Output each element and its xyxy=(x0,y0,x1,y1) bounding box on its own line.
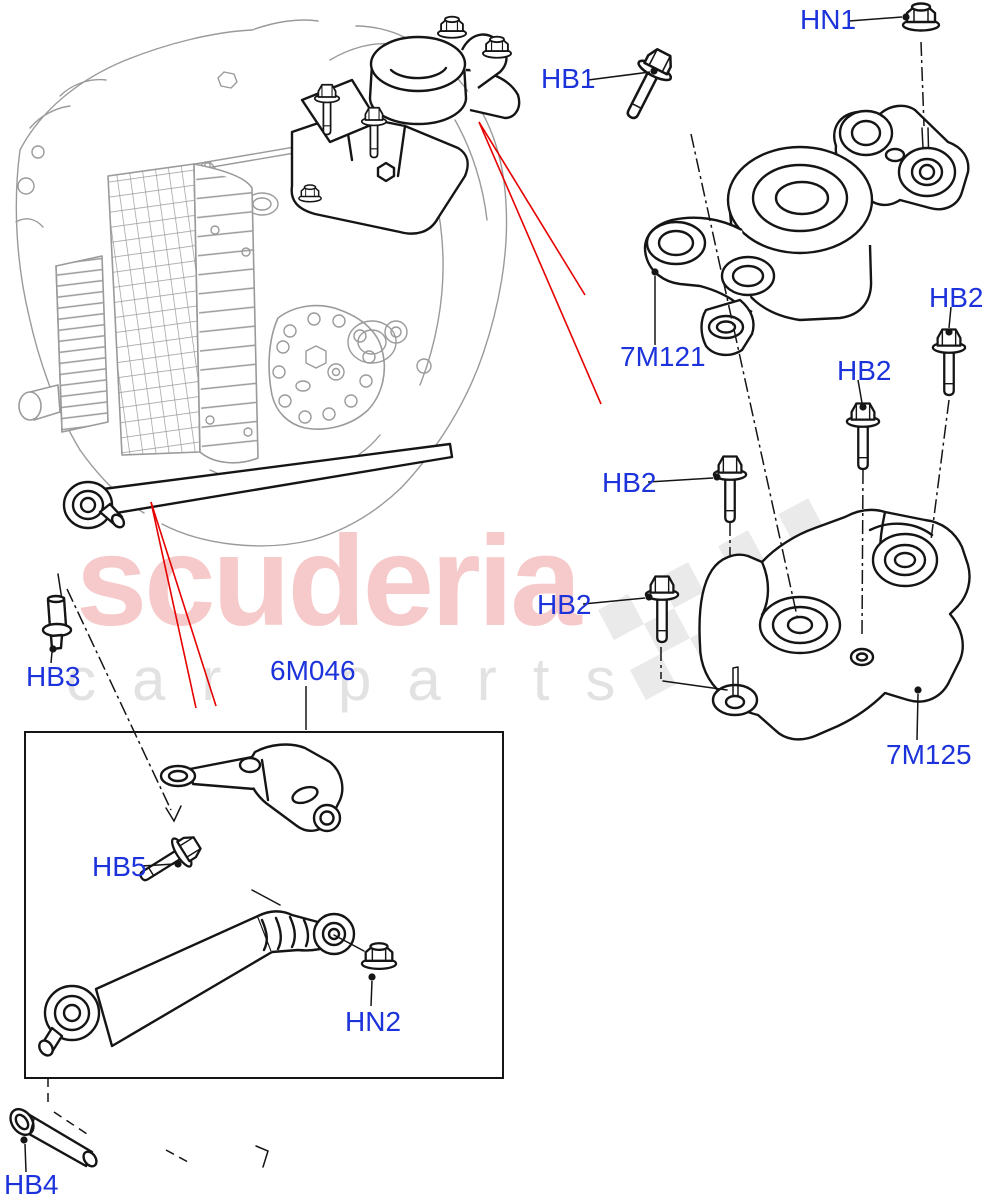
bolt-HB2-mid xyxy=(845,402,881,471)
callout-HB1[interactable]: HB1 xyxy=(541,63,596,94)
callout-HB5[interactable]: HB5 xyxy=(92,851,147,882)
leader-lines xyxy=(20,13,953,1173)
valve-body-drawing xyxy=(268,304,386,430)
installed-mount-drawing xyxy=(290,15,521,235)
mesh-cover-drawing xyxy=(107,163,259,464)
watermark-subtitle: car parts xyxy=(66,646,652,713)
pin-HB3-drawing xyxy=(41,573,73,651)
oil-cooler-drawing xyxy=(18,255,109,433)
bracket-7M125-drawing xyxy=(698,508,971,741)
callout-7M125[interactable]: 7M125 xyxy=(886,739,972,770)
nut-HN2 xyxy=(360,942,398,971)
red-pointer-lines xyxy=(150,121,602,709)
callout-HB2-right[interactable]: HB2 xyxy=(929,282,984,313)
assembly-box-6M046 xyxy=(24,731,504,1079)
callout-HB2-mid[interactable]: HB2 xyxy=(837,355,892,386)
callout-HB2-upper-left[interactable]: HB2 xyxy=(602,467,657,498)
installed-torque-strut-drawing xyxy=(62,442,454,530)
bolt-HB4-drawing xyxy=(9,1078,269,1168)
callout-HN2[interactable]: HN2 xyxy=(345,1006,402,1037)
watermark-brand: scuderia xyxy=(76,510,581,653)
torque-strut-drawing xyxy=(38,910,356,1057)
callout-HB4[interactable]: HB4 xyxy=(4,1169,59,1200)
callout-HN1[interactable]: HN1 xyxy=(800,4,857,35)
mount-7M121-drawing xyxy=(643,104,970,357)
bolt-HB1 xyxy=(613,43,681,127)
bolt-HB2-right xyxy=(931,328,967,397)
strut-bracket-drawing xyxy=(159,743,344,833)
callout-HB3[interactable]: HB3 xyxy=(26,661,81,692)
callout-6M046[interactable]: 6M046 xyxy=(270,655,356,686)
transmission-drawing xyxy=(15,19,508,547)
centerlines xyxy=(66,41,950,823)
callout-HB2-lower-left[interactable]: HB2 xyxy=(537,589,592,620)
bolt-HB2-upper-left xyxy=(712,455,748,524)
callout-7M121[interactable]: 7M121 xyxy=(620,341,706,372)
